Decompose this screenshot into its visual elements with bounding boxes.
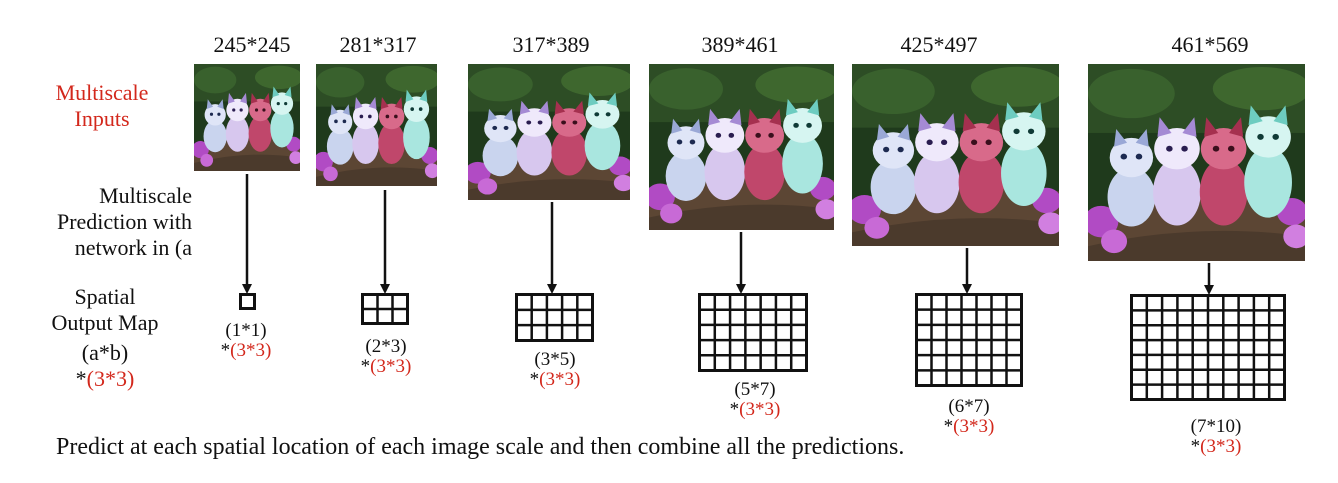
output-grid-3 — [515, 293, 594, 342]
scale-label-2: 281*317 — [339, 32, 417, 57]
grid-kernel-3: (3*3) — [539, 369, 581, 390]
grid-dims-6: (7*10) *(3*3) — [1156, 417, 1276, 457]
grid-kernel-line-6: *(3*3) — [1156, 437, 1276, 457]
multiscale-inputs-line1: Multiscale — [55, 80, 149, 105]
scale-label-6: 461*569 — [1171, 32, 1249, 57]
grid-size-2: (2*3) — [365, 336, 407, 357]
scale-label-3: 317*389 — [512, 32, 590, 57]
grid-kernel-line-1: *(3*3) — [186, 341, 306, 361]
scale-label-4: 389*461 — [701, 32, 779, 57]
caption: Predict at each spatial location of each… — [56, 434, 905, 460]
scale-label-5: 425*497 — [900, 32, 978, 57]
grid-kernel-1: (3*3) — [230, 340, 272, 361]
grid-border — [239, 293, 256, 310]
grid-star-4: * — [729, 399, 740, 420]
grid-size-6: (7*10) — [1190, 416, 1242, 437]
output-grid-1 — [239, 293, 256, 310]
grid-star-2: * — [360, 356, 371, 377]
grid-kernel-4: (3*3) — [739, 399, 781, 420]
grid-star-1: * — [220, 340, 231, 361]
grid-size-5: (6*7) — [948, 396, 990, 417]
prediction-line1: Multiscale — [99, 183, 192, 208]
prediction-line3: network in (a — [74, 235, 192, 260]
output-grid-6 — [1130, 294, 1286, 401]
output-grid-2 — [361, 293, 409, 325]
grid-kernel-6: (3*3) — [1200, 436, 1242, 457]
prediction-label: Multiscale Prediction with network in (a — [20, 183, 192, 261]
multiscale-inputs-line2: Inputs — [74, 106, 130, 131]
spatial-output-label: Spatial Output Map (a*b) *(3*3) — [30, 284, 180, 392]
grid-star-6: * — [1190, 436, 1201, 457]
output-grid-5 — [915, 293, 1023, 387]
grid-size-3: (3*5) — [534, 349, 576, 370]
grid-star-3: * — [529, 369, 540, 390]
spatial-kernel-line: *(3*3) — [30, 366, 180, 392]
grid-dims-5: (6*7) *(3*3) — [909, 397, 1029, 437]
grid-size-4: (5*7) — [734, 379, 776, 400]
spatial-line2: Output Map — [51, 310, 159, 335]
grid-kernel-line-3: *(3*3) — [495, 370, 615, 390]
grid-size-1: (1*1) — [225, 320, 267, 341]
grid-kernel-line-5: *(3*3) — [909, 417, 1029, 437]
multiscale-inputs-label: Multiscale Inputs — [40, 80, 164, 132]
grid-kernel-2: (3*3) — [370, 356, 412, 377]
spatial-kernel: (3*3) — [86, 366, 135, 391]
grid-dims-4: (5*7) *(3*3) — [695, 380, 815, 420]
grid-dims-1: (1*1) *(3*3) — [186, 321, 306, 361]
scale-label-1: 245*245 — [213, 32, 291, 57]
grid-dims-3: (3*5) *(3*3) — [495, 350, 615, 390]
prediction-line2: Prediction with — [56, 209, 192, 234]
grid-border — [515, 293, 594, 342]
output-grid-4 — [698, 293, 808, 372]
grid-border — [698, 293, 808, 372]
spatial-star: * — [75, 366, 87, 391]
grid-dims-2: (2*3) *(3*3) — [326, 337, 446, 377]
grid-kernel-5: (3*3) — [953, 416, 995, 437]
spatial-dims: (a*b) — [81, 340, 129, 365]
grid-star-5: * — [943, 416, 954, 437]
grid-kernel-line-4: *(3*3) — [695, 400, 815, 420]
grid-kernel-line-2: *(3*3) — [326, 357, 446, 377]
spatial-line1: Spatial — [74, 284, 136, 309]
